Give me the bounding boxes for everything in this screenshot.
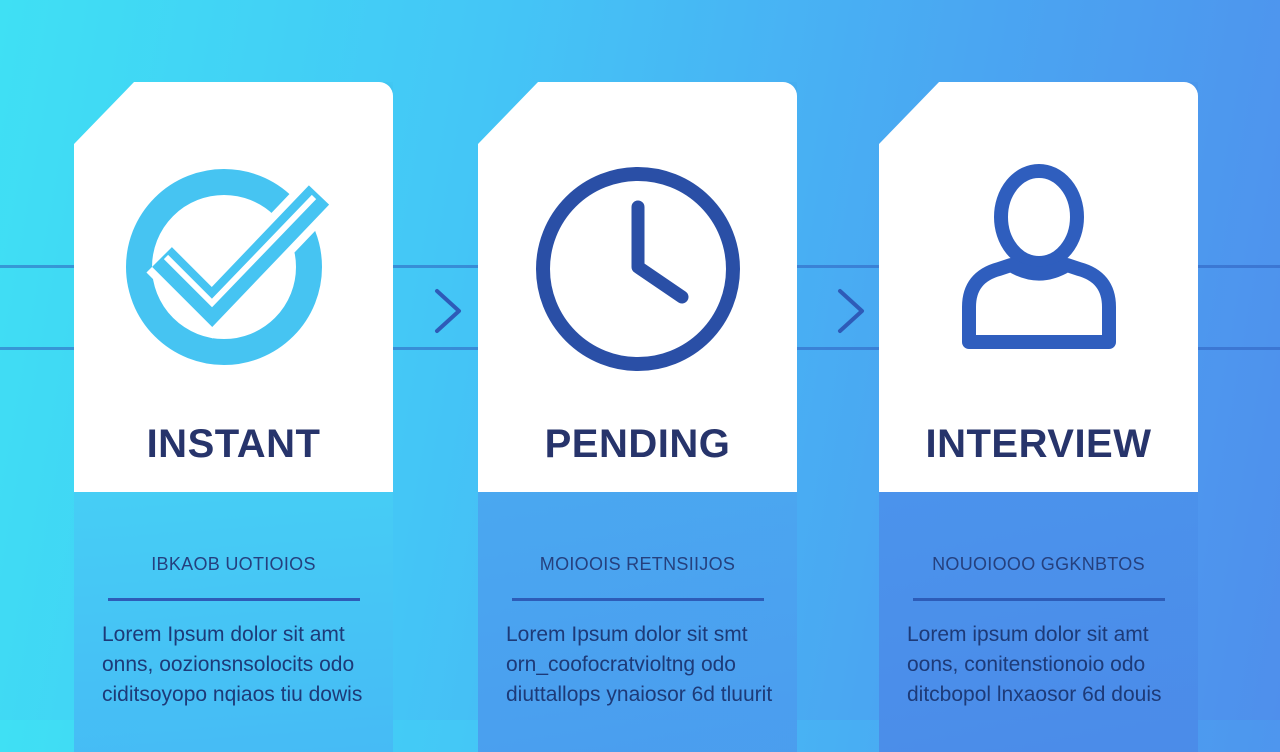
- card-title: INSTANT: [146, 422, 321, 466]
- card-body-text: Lorem Ipsum dolor sit amt onns, oozionsn…: [102, 623, 363, 706]
- card-pending: PENDING MOIOOIS RETNSIIJOS Lorem Ipsum d…: [478, 82, 797, 752]
- card-description-panel: [879, 492, 1198, 752]
- card-header-panel: INTERVIEW: [879, 82, 1198, 492]
- clock-icon: [478, 152, 797, 382]
- card-description-panel: [478, 492, 797, 752]
- card-subtitle: MOIOOIS RETNSIIJOS: [539, 554, 736, 574]
- divider: [913, 598, 1165, 601]
- divider: [512, 598, 764, 601]
- card-subtitle: IBKAOB UOTIOIOS: [151, 554, 316, 574]
- card-title: PENDING: [544, 422, 731, 466]
- card-title: INTERVIEW: [925, 422, 1152, 466]
- chevron-right-icon: [435, 289, 461, 333]
- check-circle-icon: [74, 152, 393, 382]
- user-icon: [879, 152, 1198, 382]
- card-header-panel: PENDING: [478, 82, 797, 492]
- divider: [108, 598, 360, 601]
- card-interview: INTERVIEW NOUOIOOO GGKNBTOS Lorem ipsum …: [879, 82, 1198, 752]
- card-header-panel: INSTANT: [74, 82, 393, 492]
- card-body-text: Lorem Ipsum dolor sit smt orn_coofocratv…: [506, 623, 773, 706]
- card-body-text: Lorem ipsum dolor sit amt oons, conitens…: [907, 623, 1162, 706]
- card-description-panel: [74, 492, 393, 752]
- chevron-right-icon: [838, 289, 864, 333]
- card-instant: INSTANT IBKAOB UOTIOIOS Lorem Ipsum dolo…: [74, 82, 393, 752]
- card-subtitle: NOUOIOOO GGKNBTOS: [932, 554, 1145, 574]
